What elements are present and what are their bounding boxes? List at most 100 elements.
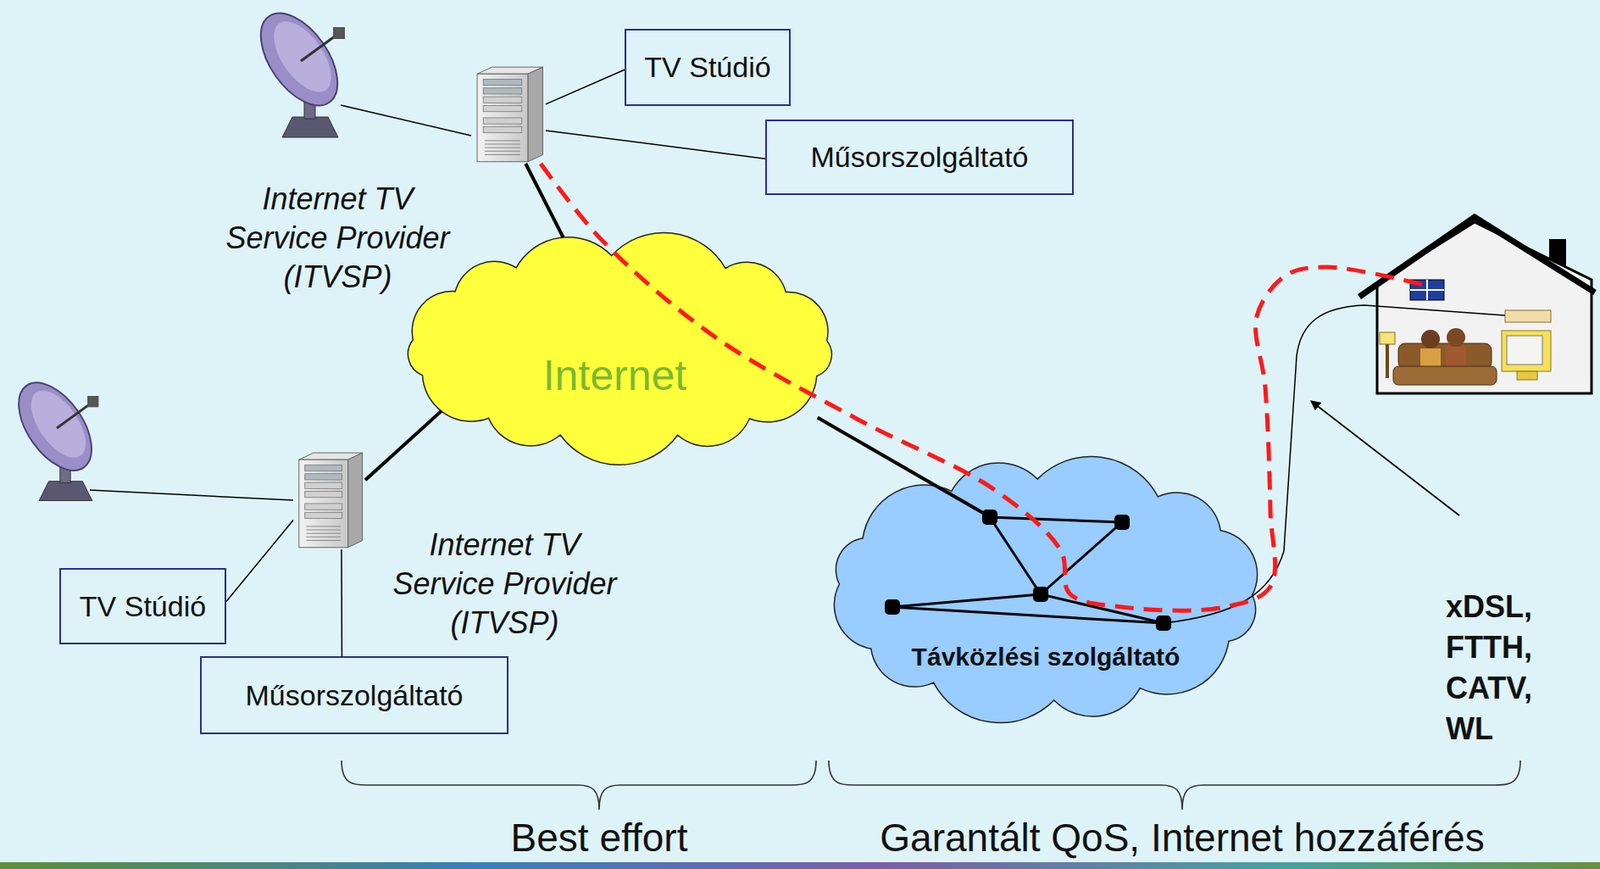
link-line	[340, 549, 343, 656]
text-box: Műsorszolgáltató	[200, 655, 509, 734]
cloud-shape	[816, 459, 1276, 720]
person-head	[1421, 329, 1440, 349]
brace	[341, 760, 817, 810]
dish-base	[282, 116, 339, 138]
server-front	[477, 73, 528, 162]
router-node	[982, 509, 998, 525]
cloud-shape	[372, 229, 867, 465]
dish-reflector	[4, 369, 106, 484]
server-icon	[471, 66, 546, 164]
link-line	[365, 411, 442, 480]
drive-bay	[483, 126, 522, 133]
server-node: Internet TV Service Provider (ITVSP)	[471, 66, 546, 164]
person-body	[1445, 346, 1467, 369]
server-side	[527, 66, 544, 162]
provider-label: Internet TV Service Provider (ITVSP)	[383, 525, 626, 643]
set-top-box	[1505, 310, 1551, 323]
vent	[484, 154, 521, 156]
core-link	[1040, 522, 1123, 595]
footer-band	[0, 861, 1600, 869]
drive-bay	[483, 117, 522, 124]
brace	[828, 760, 1521, 810]
dish-base	[38, 481, 93, 501]
leader-arrow	[1311, 400, 1460, 516]
tv-set	[1501, 330, 1551, 372]
network-cloud: Internet	[372, 229, 867, 465]
link-line	[545, 69, 625, 105]
core-link	[892, 606, 1164, 623]
access-types: xDSL, FTTH, CATV, WL	[1445, 586, 1533, 750]
server-side	[348, 452, 363, 548]
satellite-dish	[4, 369, 106, 500]
dish-reflector	[245, 0, 354, 119]
vent	[305, 533, 340, 534]
box-label: TV Stúdió	[79, 589, 206, 623]
drive-bay	[483, 105, 522, 112]
segment-label: Best effort	[511, 815, 689, 861]
core-link	[1040, 594, 1164, 623]
server-node: Internet TV Service Provider (ITVSP)	[293, 451, 366, 550]
cloud-outline	[833, 455, 1257, 723]
link-line	[545, 130, 766, 159]
cloud-label: Internet	[543, 350, 688, 400]
drive-bay	[305, 503, 343, 510]
vent	[305, 536, 340, 538]
text-box: TV Stúdió	[624, 28, 791, 106]
box-label: TV Stúdió	[644, 50, 771, 84]
person-head	[1446, 327, 1466, 347]
drive-bay	[483, 96, 522, 103]
core-link	[989, 516, 1041, 595]
dish-arm	[300, 33, 339, 62]
sofa-seat	[1393, 366, 1497, 385]
drive-bay	[305, 464, 343, 471]
text-box: Műsorszolgáltató	[765, 119, 1074, 195]
vent	[484, 150, 521, 152]
lamp-shade	[1379, 332, 1395, 345]
house-body	[1377, 222, 1592, 394]
server-icon	[293, 451, 366, 550]
dish-feed	[333, 27, 345, 39]
drive-bay	[305, 490, 343, 497]
core-link	[989, 516, 1123, 523]
provider-label: Internet TV Service Provider (ITVSP)	[216, 179, 459, 297]
vent	[305, 529, 340, 531]
network-cloud: Távközlési szolgáltató	[816, 459, 1276, 720]
router-node	[1114, 514, 1130, 530]
link-line	[226, 520, 294, 602]
lamp-stand	[1385, 344, 1389, 378]
box-label: Műsorszolgáltató	[810, 140, 1028, 174]
person-body	[1420, 348, 1441, 369]
satellite-dish	[245, 0, 354, 138]
drive-bay	[305, 511, 343, 518]
feed-line	[340, 105, 472, 136]
drive-bay	[483, 78, 522, 85]
router-node	[884, 599, 900, 615]
router-node	[1155, 615, 1172, 631]
feed-line	[89, 489, 294, 500]
router-node	[1033, 586, 1049, 602]
dish-inner	[262, 11, 343, 102]
drive-bay	[305, 482, 343, 489]
tv-screen	[1506, 335, 1543, 365]
link-line	[525, 163, 563, 238]
cloud-label: Távközlési szolgáltató	[911, 642, 1181, 672]
vent	[305, 539, 340, 541]
box-label: Műsorszolgáltató	[244, 678, 463, 712]
segment-label: Garantált QoS, Internet hozzáférés	[879, 815, 1484, 861]
vent	[305, 525, 340, 527]
roof	[1359, 216, 1595, 297]
text-box: TV Stúdió	[59, 567, 227, 645]
vent	[484, 147, 521, 149]
vent	[484, 144, 521, 145]
sofa-back	[1398, 343, 1492, 369]
dish-inner	[20, 381, 97, 467]
vent	[484, 139, 521, 141]
tv-stand	[1516, 371, 1538, 380]
drive-bay	[483, 88, 522, 95]
dish-arm	[56, 402, 93, 428]
drive-bay	[305, 473, 343, 480]
cloud-outline	[407, 233, 832, 466]
dish-feed	[87, 395, 99, 407]
